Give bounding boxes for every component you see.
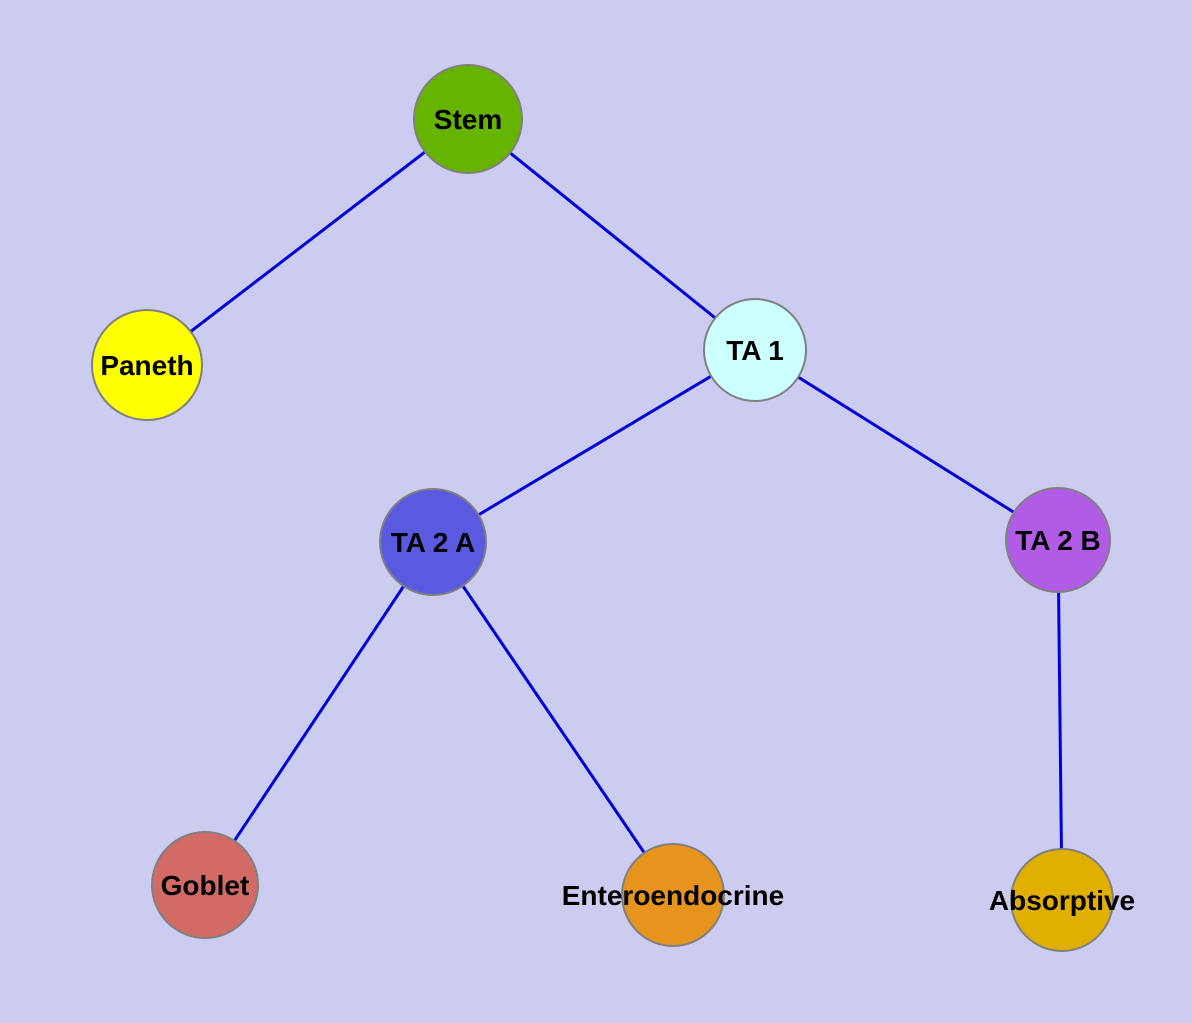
node-ta-2-b-circle[interactable] bbox=[1005, 487, 1111, 593]
node-ta-1[interactable]: TA 1 bbox=[703, 298, 807, 402]
node-paneth-circle[interactable] bbox=[91, 309, 203, 421]
node-ta-2-a[interactable]: TA 2 A bbox=[379, 488, 487, 596]
edge-ta-2-b-to-absorptive bbox=[1056, 539, 1064, 901]
edge-stem-to-paneth bbox=[146, 117, 469, 367]
edge-ta-1-to-ta-2-b bbox=[754, 348, 1059, 542]
edge-stem-to-ta-1 bbox=[467, 117, 756, 352]
node-goblet-circle[interactable] bbox=[151, 831, 259, 939]
node-stem-circle[interactable] bbox=[413, 64, 523, 174]
edge-ta-2-a-to-enteroendocrine bbox=[431, 541, 675, 896]
node-absorptive-circle[interactable] bbox=[1010, 848, 1114, 952]
node-ta-1-circle[interactable] bbox=[703, 298, 807, 402]
edge-ta-1-to-ta-2-a bbox=[432, 348, 756, 544]
node-stem[interactable]: Stem bbox=[413, 64, 523, 174]
node-goblet[interactable]: Goblet bbox=[151, 831, 259, 939]
node-paneth[interactable]: Paneth bbox=[91, 309, 203, 421]
node-ta-2-b[interactable]: TA 2 B bbox=[1005, 487, 1111, 593]
node-ta-2-a-circle[interactable] bbox=[379, 488, 487, 596]
edge-ta-2-a-to-goblet bbox=[203, 541, 435, 886]
node-enteroendocrine-circle[interactable] bbox=[621, 843, 725, 947]
